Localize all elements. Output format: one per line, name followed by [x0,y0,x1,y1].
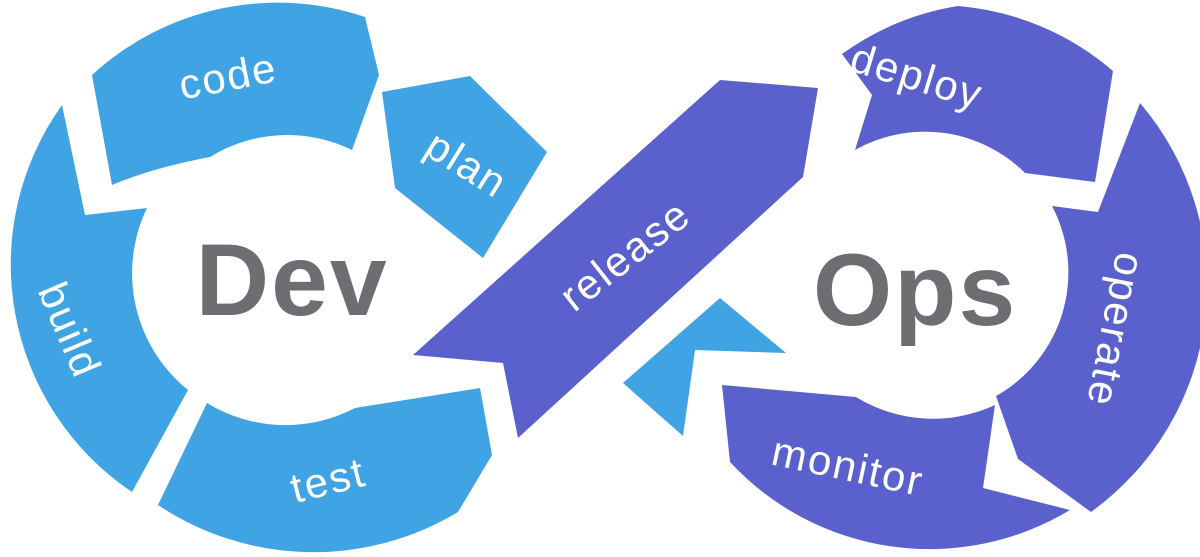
test-segment-shape [158,388,492,553]
build-segment-shape [10,105,189,492]
operate-segment-shape [996,103,1200,512]
dev-loop-title: Dev [195,223,388,337]
code-segment-shape [92,2,379,185]
monitor-segment-shape [722,385,1070,550]
ops-loop-title: Ops [813,233,1017,347]
release-segment-shape [413,80,818,438]
deploy-segment-shape [842,6,1113,182]
monitor-to-plan-arrowhead-icon [623,298,786,436]
plan-segment-shape [382,76,547,258]
